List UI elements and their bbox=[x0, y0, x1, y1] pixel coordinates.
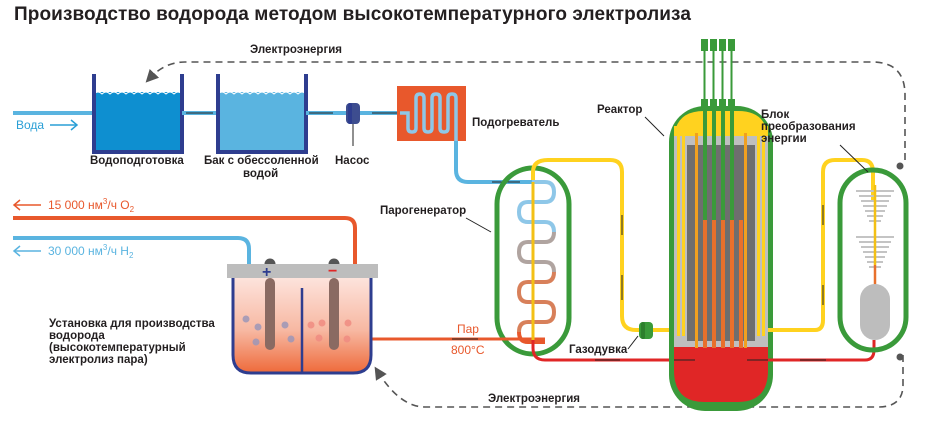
reactor-channels bbox=[695, 100, 747, 348]
steam-temp-label: 800°С bbox=[451, 343, 485, 357]
conversion-label-1: Блок bbox=[761, 109, 789, 121]
blower bbox=[639, 322, 653, 339]
diagram-title: Производство водорода методом высокотемп… bbox=[14, 4, 691, 25]
reactor-label: Реактор bbox=[597, 104, 642, 116]
hydrogen-pipe bbox=[13, 236, 251, 265]
conversion-label-3: энергии bbox=[761, 133, 807, 145]
reactor bbox=[669, 100, 773, 411]
heater bbox=[397, 86, 466, 150]
blower-label: Газодувка bbox=[569, 344, 628, 356]
pump bbox=[346, 103, 360, 146]
steam-generator-label: Парогенератор bbox=[380, 205, 466, 217]
coolant-line-cold-right bbox=[768, 158, 875, 332]
demin-tank-label-2: водой bbox=[243, 168, 278, 180]
water-treatment-label: Водоподготовка bbox=[90, 155, 184, 167]
oxygen-pipe bbox=[13, 216, 357, 265]
electricity-node-top bbox=[896, 162, 904, 170]
plant-label-2: водорода bbox=[49, 330, 105, 342]
pump-label: Насос bbox=[335, 155, 370, 167]
water-in-label: Вода bbox=[16, 118, 44, 132]
arrow-left-icon bbox=[12, 199, 41, 211]
oxygen-flow-label: 15 000 нм3/ч O2 bbox=[48, 197, 135, 214]
electricity-label-bottom: Электроэнергия bbox=[488, 393, 580, 405]
electricity-line-bottom bbox=[374, 353, 904, 408]
electricity-node-bottom bbox=[896, 353, 904, 361]
coolant-line-hot-right bbox=[768, 340, 876, 362]
plant-label-1: Установка для производства bbox=[49, 318, 215, 330]
electrolyzer bbox=[227, 258, 378, 375]
pipe-heater-to-steam-generator bbox=[454, 141, 545, 184]
arrow-left-icon bbox=[12, 245, 41, 257]
coolant-line-cold-left bbox=[531, 158, 680, 332]
water-treatment-tank bbox=[92, 74, 184, 154]
arrow-right-icon bbox=[50, 119, 79, 131]
coolant-line-hot-left bbox=[531, 340, 680, 362]
plant-label-4: электролиз пара) bbox=[49, 354, 148, 366]
heater-label: Подогреватель bbox=[472, 117, 559, 129]
anode-sign: + bbox=[262, 264, 271, 281]
electricity-label-top: Электроэнергия bbox=[250, 44, 342, 56]
demin-tank-label-1: Бак с обессоленной bbox=[204, 155, 319, 167]
plant-label-3: (высокотемпературный bbox=[49, 342, 186, 354]
energy-conversion-unit bbox=[837, 167, 909, 353]
electricity-line-top bbox=[145, 61, 906, 170]
demineralized-water-tank bbox=[216, 74, 308, 154]
hydrogen-flow-label: 30 000 нм3/ч H2 bbox=[48, 243, 134, 260]
conversion-label-2: преобразования bbox=[761, 121, 856, 133]
control-rod-drives bbox=[701, 39, 735, 107]
steam-label: Пар bbox=[457, 322, 479, 336]
cathode-sign: − bbox=[328, 263, 337, 280]
